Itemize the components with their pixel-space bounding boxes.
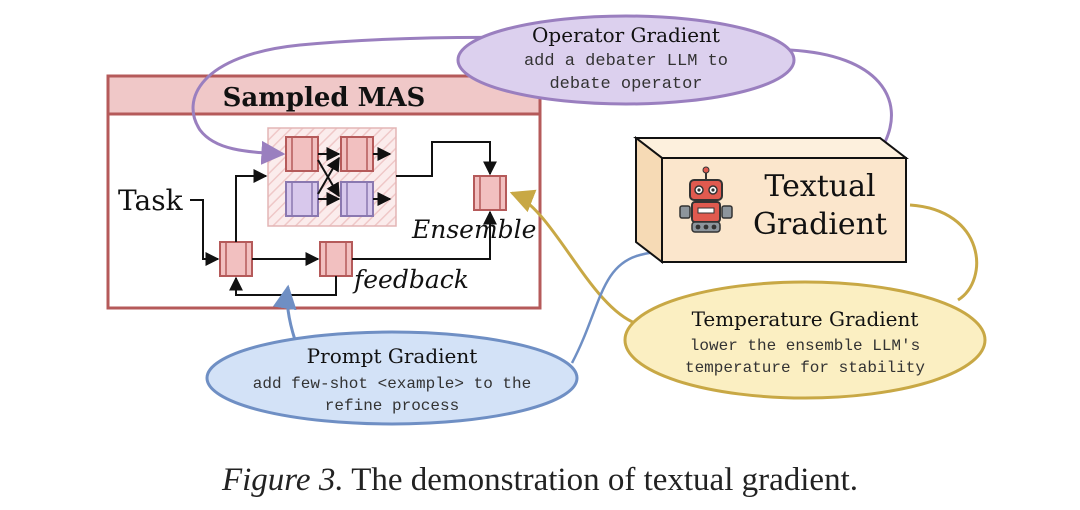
operator-gradient-line2: debate operator — [549, 75, 702, 94]
prompt-gradient-line1: add few-shot <example> to the — [253, 375, 531, 393]
sampled-mas-header — [106, 74, 542, 116]
figure-caption-text: The demonstration of textual gradient. — [351, 462, 858, 498]
node-main — [219, 241, 253, 277]
task-label: Task — [118, 184, 184, 217]
node-pink-top-right — [340, 136, 374, 172]
temperature-gradient-bubble: Temperature Gradient lower the ensemble … — [623, 280, 987, 400]
node-ensemble — [473, 175, 507, 211]
temperature-gradient-line2: temperature for stability — [685, 359, 925, 377]
temperature-connector-to-box — [909, 203, 979, 302]
temperature-gradient-line1: lower the ensemble LLM's — [690, 337, 920, 355]
prompt-gradient-line2: refine process — [325, 397, 459, 415]
operator-gradient-bubble: Operator Gradient add a debater LLM to d… — [456, 14, 796, 106]
prompt-connector-to-mas — [272, 284, 297, 341]
figure-caption: Figure 3. The demonstration of textual g… — [0, 462, 1080, 499]
temperature-connector-to-ensemble — [509, 189, 641, 327]
feedback-label: feedback — [352, 265, 469, 294]
operator-gradient-line1: add a debater LLM to — [524, 52, 728, 71]
operator-gradient-title: Operator Gradient — [532, 23, 720, 47]
ensemble-label: Ensemble — [411, 215, 536, 244]
node-pink-top-left — [285, 136, 319, 172]
node-feedback — [319, 241, 353, 277]
robot-icon — [679, 166, 733, 233]
sampled-mas-title: Sampled MAS — [223, 83, 426, 113]
figure-label: Figure 3. — [221, 462, 344, 498]
node-purple-bottom-right — [340, 181, 374, 217]
textual-gradient-line2: Gradient — [753, 207, 887, 242]
operator-gradient-connector — [191, 35, 893, 165]
textual-gradient-line1: Textual — [764, 169, 875, 204]
prompt-gradient-title: Prompt Gradient — [307, 344, 478, 368]
prompt-gradient-bubble: Prompt Gradient add few-shot <example> t… — [205, 330, 579, 426]
temperature-gradient-title: Temperature Gradient — [692, 307, 919, 331]
node-purple-bottom-left — [285, 181, 319, 217]
